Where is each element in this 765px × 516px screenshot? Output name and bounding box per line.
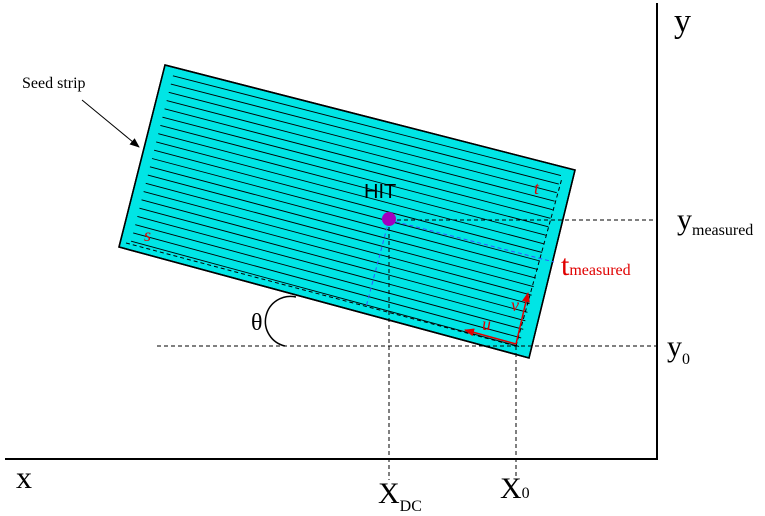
t-label: t bbox=[534, 178, 540, 198]
y0-label: y0 bbox=[667, 330, 690, 368]
seed-strip-outline bbox=[118, 64, 576, 359]
strip-line bbox=[145, 182, 534, 288]
hit-point bbox=[382, 212, 396, 226]
strip-line bbox=[130, 240, 520, 347]
v-arrow bbox=[515, 292, 530, 345]
strip-line bbox=[147, 174, 536, 279]
v-label: v bbox=[511, 295, 519, 315]
strip-lines bbox=[130, 75, 562, 347]
strip-line bbox=[139, 207, 528, 313]
x-axis-label: x bbox=[16, 459, 32, 495]
strip-line bbox=[153, 149, 543, 253]
strip-line bbox=[162, 116, 551, 219]
strip-line bbox=[151, 158, 541, 262]
t-measured-label: tmeasured bbox=[561, 249, 631, 282]
strip-line bbox=[158, 133, 547, 236]
strip-line bbox=[141, 199, 530, 305]
x0-label: X0 bbox=[500, 472, 530, 505]
strip-line bbox=[156, 141, 545, 245]
strip-line bbox=[143, 191, 532, 296]
hit-label: HIT bbox=[364, 181, 396, 203]
theta-label: θ bbox=[251, 310, 263, 336]
strip-line bbox=[164, 108, 553, 211]
strip-line bbox=[172, 75, 562, 176]
strip-line bbox=[166, 100, 555, 202]
y-axis-label: y bbox=[674, 3, 691, 40]
strip-line bbox=[160, 124, 549, 228]
s-axis-guide bbox=[125, 242, 517, 347]
strip-line bbox=[149, 166, 539, 270]
seed-strip-label: Seed strip bbox=[22, 75, 86, 92]
theta-arc bbox=[264, 295, 297, 347]
xdc-label: XDC bbox=[378, 477, 422, 515]
hit-to-t-measured-guide bbox=[388, 219, 555, 263]
seed-strip bbox=[118, 64, 576, 359]
u-label: u bbox=[482, 314, 491, 334]
strip-line bbox=[135, 224, 524, 330]
t-axis-guide bbox=[515, 177, 563, 347]
hit-projection-guide bbox=[365, 219, 390, 308]
seed-strip-arrow bbox=[81, 99, 140, 148]
strip-line bbox=[170, 83, 559, 185]
y-measured-label: ymeasured bbox=[677, 203, 753, 239]
strip-line bbox=[168, 91, 557, 194]
strip-line bbox=[137, 215, 526, 322]
u-arrow bbox=[464, 328, 517, 345]
strip-line bbox=[133, 232, 522, 339]
s-label: s bbox=[144, 225, 151, 245]
